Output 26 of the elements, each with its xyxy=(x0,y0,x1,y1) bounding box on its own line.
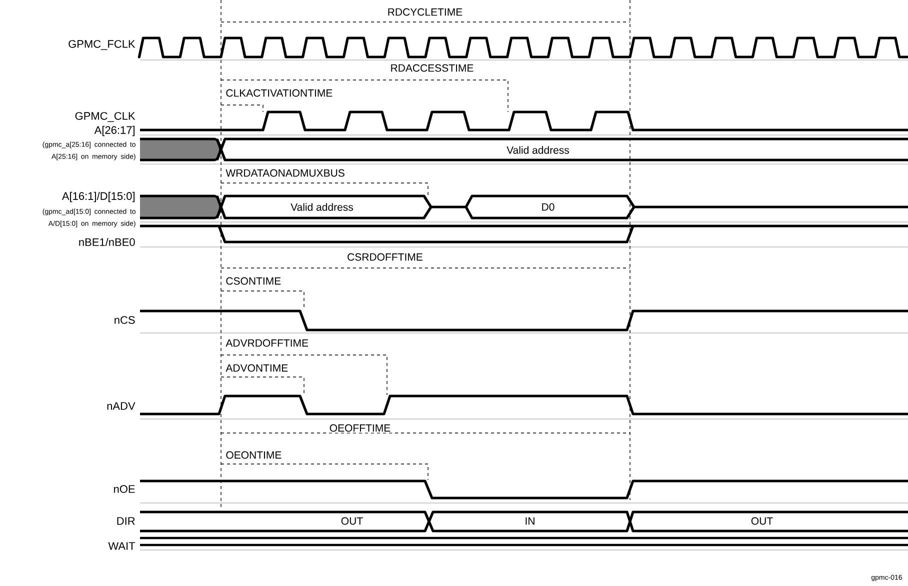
timing-parameter-label: OEOFFTIME xyxy=(328,423,392,433)
timing-parameter-label: CSONTIME xyxy=(226,277,281,285)
signal-name: GPMC_CLK xyxy=(75,112,136,122)
bus-value-label: OUT xyxy=(341,517,363,525)
signal-name: DIR xyxy=(117,517,135,525)
timing-parameter-label: CSRDOFFTIME xyxy=(348,253,422,261)
bus-value-label: OUT xyxy=(751,517,773,525)
bus-value-label: Valid address xyxy=(290,203,354,211)
timing-parameter-label: RDACCESSTIME xyxy=(391,64,474,72)
signal-name: nBE1/nBE0 xyxy=(79,238,135,246)
signal-name: nOE xyxy=(114,485,135,493)
timing-parameter-label: CLKACTIVATIONTIME xyxy=(226,89,332,97)
signal-name: nCS xyxy=(114,316,135,324)
signal-name: A[16:1]/D[15:0] xyxy=(62,192,135,202)
signal-name: WAIT xyxy=(108,542,136,550)
timing-parameter-label: RDCYCLETIME xyxy=(388,8,462,16)
timing-parameter-label: ADVRDOFFTIME xyxy=(226,339,308,347)
signal-name: A[26:17] xyxy=(94,126,135,136)
timing-parameter-label: WRDATAONADMUXBUS xyxy=(226,169,344,177)
timing-parameter-label: ADVONTIME xyxy=(226,364,288,372)
bus-value-label: IN xyxy=(526,517,534,525)
timing-parameter-label: OEONTIME xyxy=(226,451,282,459)
bus-value-label: Valid address xyxy=(506,146,570,154)
signal-name: nADV xyxy=(107,402,136,410)
bus-value-label: D0 xyxy=(542,203,554,211)
signal-name: GPMC_FCLK xyxy=(68,40,136,50)
